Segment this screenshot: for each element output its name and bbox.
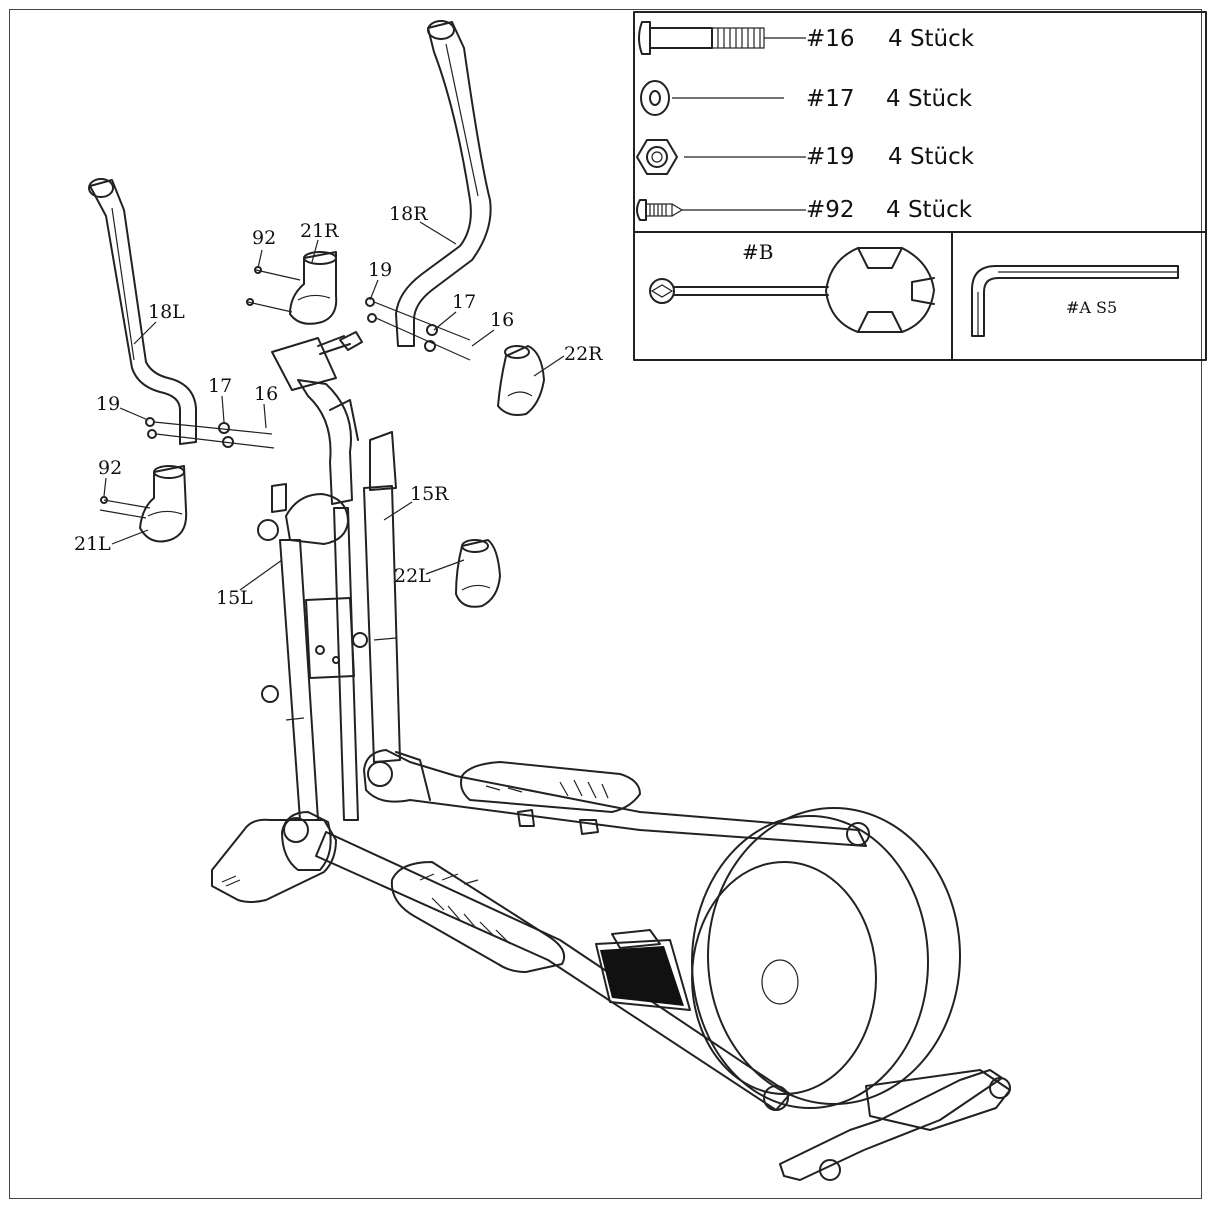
page-frame: [9, 9, 1202, 1199]
label-15r: 15R: [410, 483, 449, 505]
label-92-r: 92: [252, 227, 276, 249]
label-21r: 21R: [300, 220, 339, 242]
hw-num-17: #17: [806, 86, 855, 112]
hw-num-92: #92: [806, 197, 855, 223]
hw-qty-16: 4 Stück: [888, 26, 975, 52]
hw-qty-92: 4 Stück: [886, 197, 973, 223]
hw-num-16: #16: [806, 26, 855, 52]
label-17-r: 17: [452, 291, 476, 313]
handlebar-right-drawing: [395, 20, 492, 347]
label-92-l: 92: [98, 457, 122, 479]
bolt-icon: [638, 21, 765, 55]
label-18r: 18R: [389, 203, 428, 225]
label-22r: 22R: [564, 343, 603, 365]
allen-key-icon: [971, 265, 1179, 337]
nut-icon: [636, 139, 678, 175]
hw-qty-17: 4 Stück: [886, 86, 973, 112]
label-18l: 18L: [148, 301, 185, 323]
label-17-l: 17: [208, 375, 232, 397]
fasteners-drawing: [99, 266, 471, 519]
label-19-r: 19: [368, 259, 392, 281]
part-labels: 18R 18L 21R 92 19 17 16 22R 19 17 16 92 …: [74, 203, 603, 609]
cover-21r-drawing: [289, 251, 338, 325]
allen-key-label: #A S5: [1066, 298, 1117, 317]
wrench-icon: [649, 247, 935, 333]
screw-icon: [636, 199, 684, 221]
cover-22r-drawing: [497, 345, 545, 416]
label-19-l: 19: [96, 393, 120, 415]
label-16-l: 16: [254, 383, 278, 405]
washer-icon: [640, 80, 670, 116]
console-bracket-drawing: [271, 331, 363, 391]
hw-num-19: #19: [806, 144, 855, 170]
hw-qty-19: 4 Stück: [888, 144, 975, 170]
elliptical-frame-drawing: [211, 379, 1011, 1181]
label-16-r: 16: [490, 309, 514, 331]
handlebar-left-drawing: [88, 178, 197, 445]
hardware-table: #16 4 Stück #17 4 Stück #19 4 Stück #92 …: [633, 11, 1207, 361]
label-22l: 22L: [394, 565, 431, 587]
cover-22l-drawing: [455, 539, 501, 608]
label-15l: 15L: [216, 587, 253, 609]
label-21l: 21L: [74, 533, 111, 555]
wrench-label: #B: [742, 240, 773, 264]
cover-21l-drawing: [139, 465, 188, 543]
